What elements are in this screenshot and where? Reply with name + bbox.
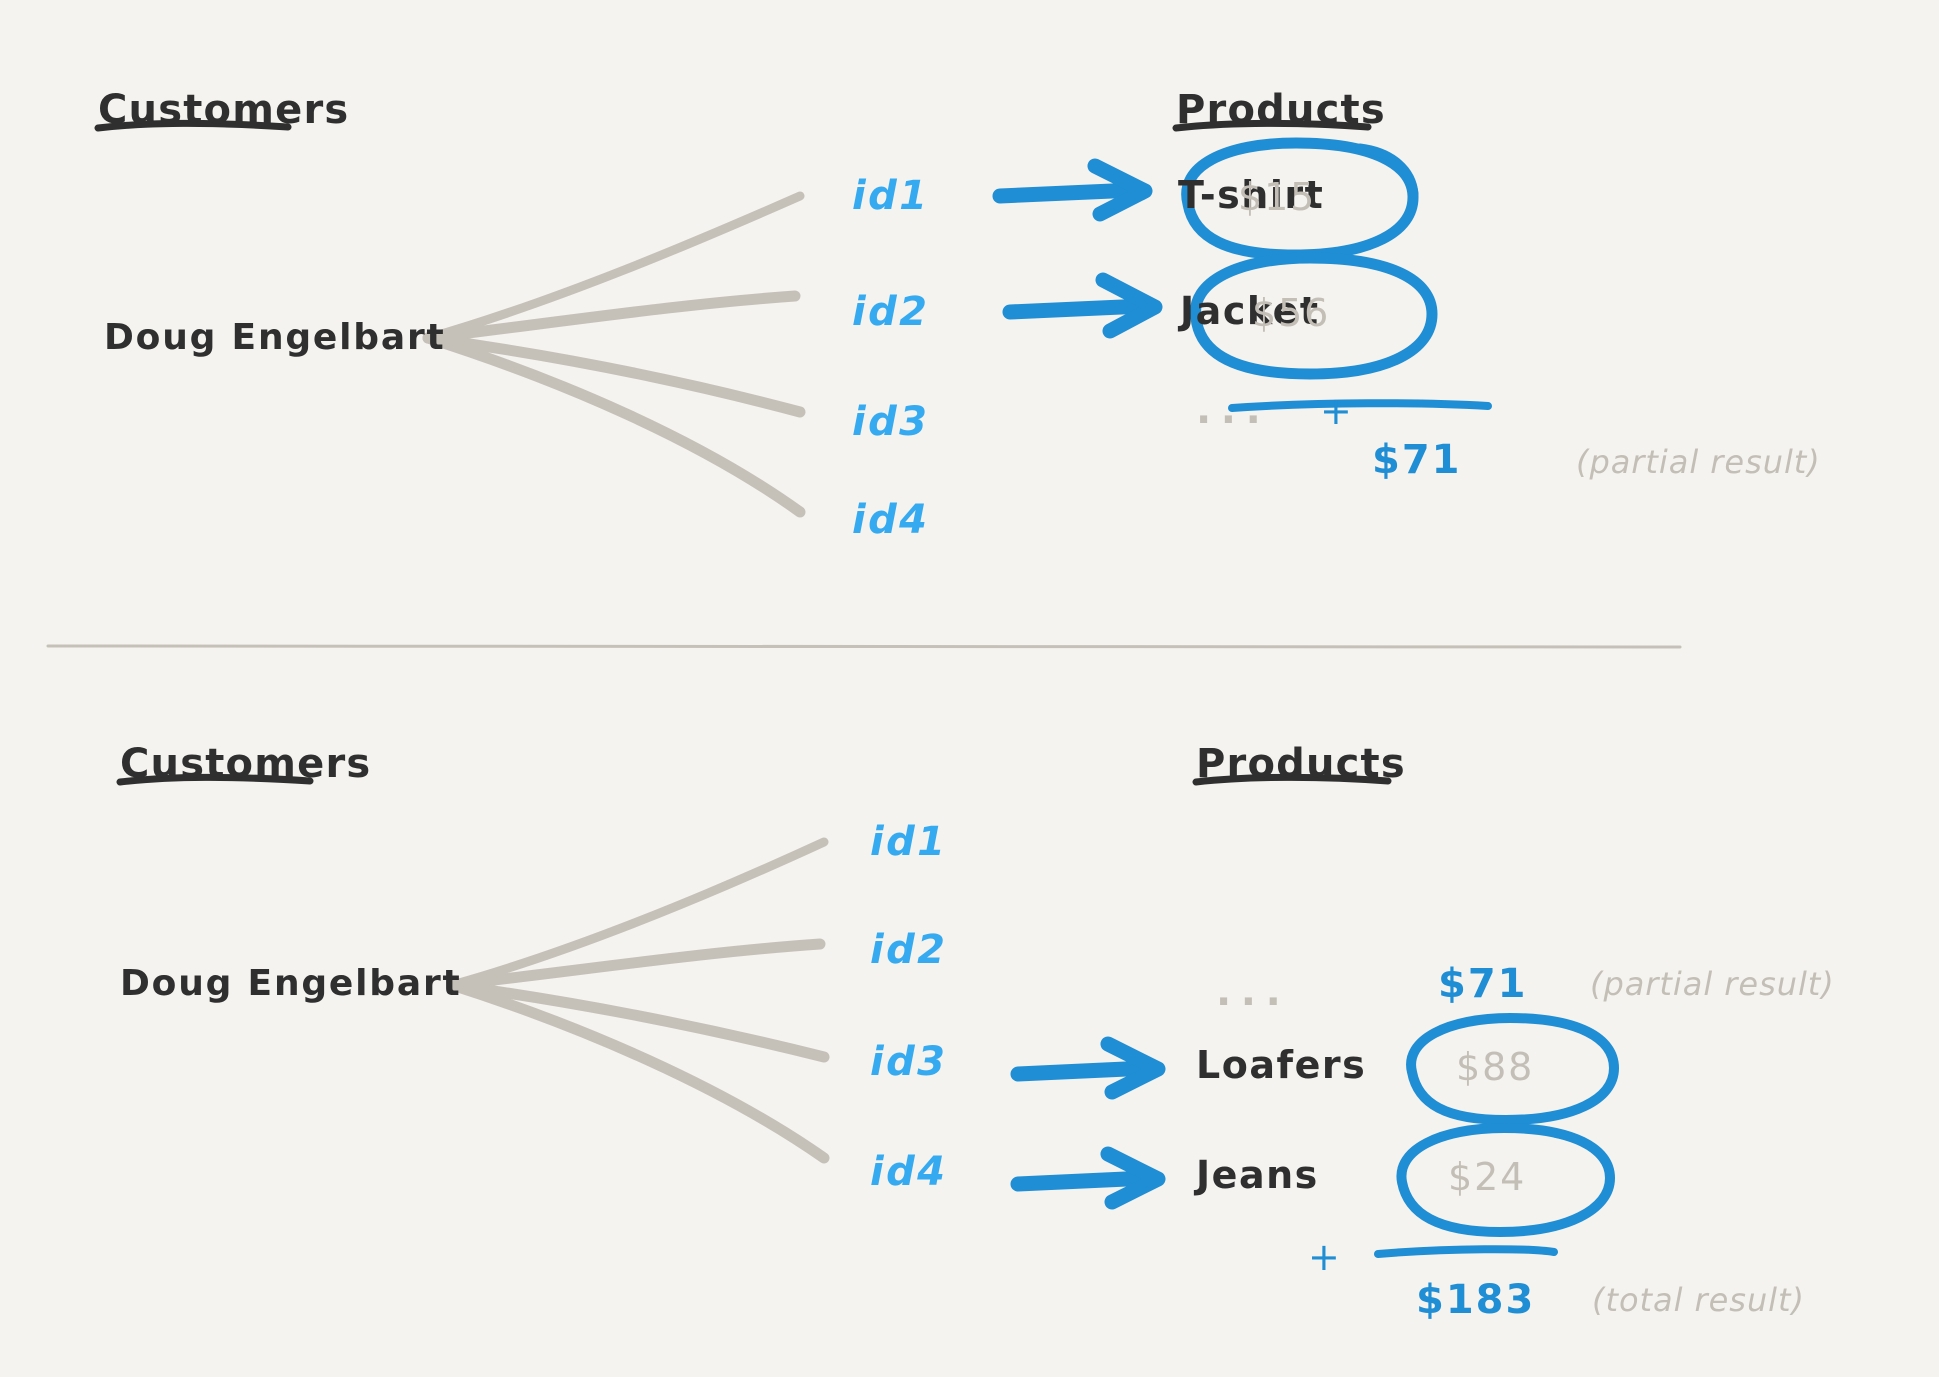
panel-top-customer-name: Doug Engelbart [104,317,446,358]
fan-line-id2 [422,290,801,344]
panel-top-product-label-2: Jacket [1180,289,1320,333]
panel-bottom-id-label-3[interactable]: id3 [870,1039,948,1085]
panel-top-customers-heading: Customers [98,87,350,133]
panel-top-plus-sign: + [1320,389,1353,433]
arrows-panel-bottom [1010,1036,1166,1210]
circle-price-15-overdraw [1355,143,1419,199]
sum-rule-panel-top [1228,399,1492,412]
circle-price-24-overdraw [1552,1130,1614,1182]
fan-lines-panel-bottom [446,837,830,1164]
panel-top-product-label-1: T-shirt [1178,173,1325,217]
fan-line-id1 [423,191,805,343]
fan-line-2-id3 [446,979,830,1063]
arrow-id3-to-loafers [1010,1036,1166,1100]
panel-bottom-sum-value: $183 [1416,1277,1536,1323]
panel-bottom-sum-annotation: (total result) [1592,1281,1805,1319]
panel-top-id-label-3[interactable]: id3 [852,399,930,445]
panel-top-sum-value: $71 [1372,437,1462,483]
sum-rule-panel-bottom [1374,1245,1558,1258]
panel-top-products-heading: Products [1176,87,1386,133]
panel-bottom-customer-name: Doug Engelbart [120,963,462,1004]
heading-underlines [94,119,1392,786]
panel-top-id-label-1[interactable]: id1 [852,173,930,219]
panel-bottom-ellipsis: ... [1216,969,1291,1015]
panel-bottom-id-label-2[interactable]: id2 [870,927,948,973]
panel-bottom-product-label-3: Loafers [1196,1043,1367,1087]
panel-top-price-label-1: $15 [1238,175,1317,219]
panel-top-id-label-4[interactable]: id4 [852,497,930,543]
panel-bottom-customers-heading: Customers [120,741,372,787]
panel-bottom-price-label-3: $88 [1456,1045,1535,1089]
panel-bottom-carry-annotation: (partial result) [1590,965,1835,1003]
fan-lines-panel-top [422,191,806,518]
panel-top-sum-annotation: (partial result) [1576,443,1821,481]
fan-line-id3 [422,332,806,418]
arrow-id2-to-jacket [1002,272,1163,339]
panel-bottom-id-label-4[interactable]: id4 [870,1149,948,1195]
panel-top-ellipsis: ... [1196,387,1271,433]
panel-top-id-label-2[interactable]: id2 [852,289,930,335]
arrow-id4-to-jeans [1010,1146,1166,1210]
panel-bottom-price-label-4: $24 [1448,1155,1527,1199]
fan-line-2-id2 [446,938,826,991]
panel-top-price-label-2: $56 [1252,291,1331,335]
arrows-panel-top [992,158,1163,339]
panel-bottom-plus-sign: + [1308,1235,1341,1279]
panel-bottom-products-heading: Products [1196,741,1406,787]
panel-divider [46,644,1682,649]
fan-line-2-id4 [446,979,830,1164]
fan-line-2-id1 [447,837,829,990]
panel-bottom-product-label-4: Jeans [1196,1153,1319,1197]
panel-bottom-id-label-1[interactable]: id1 [870,819,948,865]
fan-line-id4 [422,332,806,518]
arrow-id1-to-tshirt [992,158,1153,222]
panel-bottom-carry-value: $71 [1438,961,1528,1007]
